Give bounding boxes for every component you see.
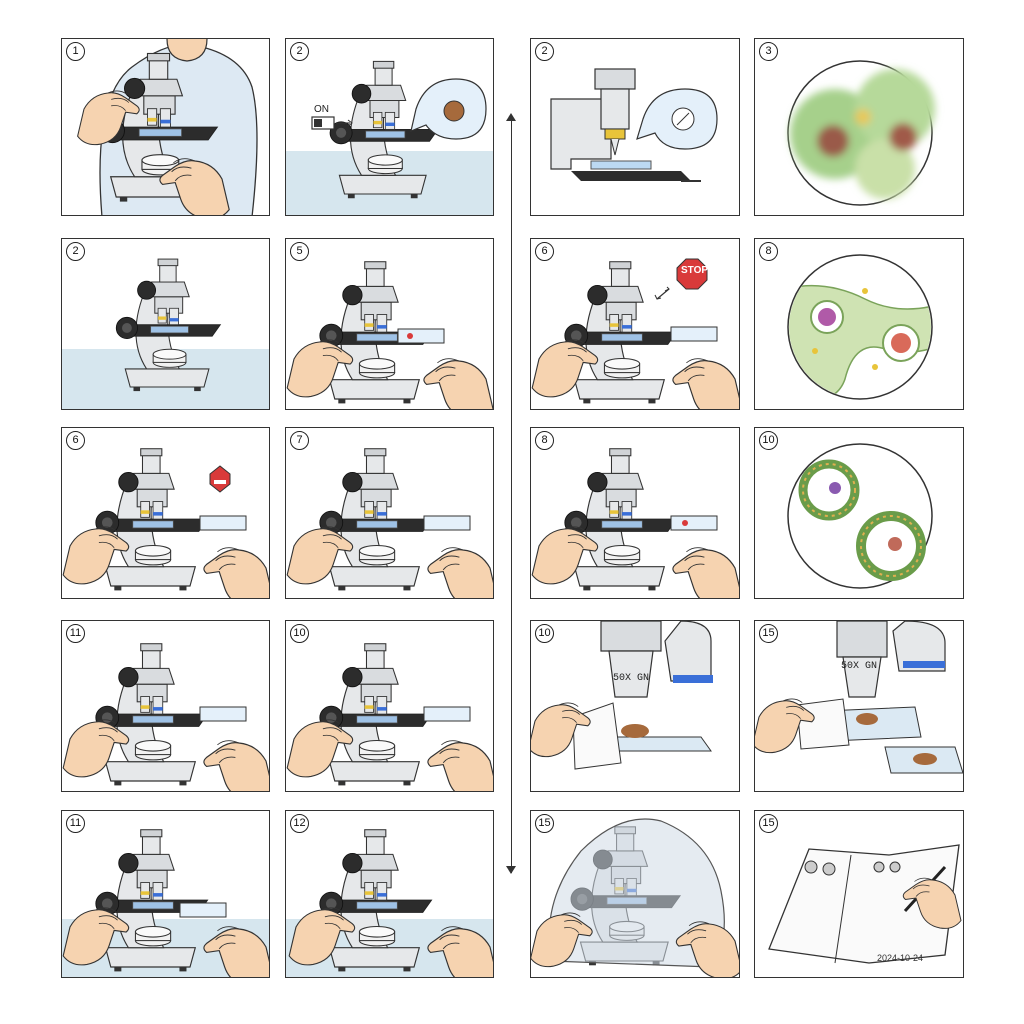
- step-number: 15: [759, 624, 778, 643]
- step-panel: 2: [530, 38, 740, 216]
- focused-cells-illustration: [787, 254, 933, 400]
- step-number: 8: [535, 431, 554, 450]
- arrow-down-icon: [506, 866, 516, 874]
- remove-slide-illustration: [286, 643, 493, 791]
- place-slide-illustration: [286, 261, 493, 409]
- step-number: 11: [66, 624, 85, 643]
- lower-stage-illustration: [62, 829, 269, 977]
- lens-label: 50X GN: [613, 673, 650, 684]
- fine-focus-illustration: [531, 448, 739, 598]
- step-number: 7: [290, 431, 309, 450]
- step-number: 12: [290, 814, 309, 833]
- step-panel: 15: [530, 810, 740, 978]
- clean-lens-illustration: [531, 621, 713, 770]
- step-panel: 10: [285, 620, 494, 792]
- step-panel: 6 STOP: [530, 238, 740, 410]
- step-panel: 2: [61, 238, 270, 410]
- step-number: 6: [535, 242, 554, 261]
- step-panel: 12: [285, 810, 494, 978]
- step-panel: 8: [530, 427, 740, 599]
- stop-sign-label: STOP: [681, 265, 709, 276]
- step-number: 10: [290, 624, 309, 643]
- step-panel: 11: [61, 810, 270, 978]
- step-number: 1: [66, 42, 85, 61]
- slide-handling-illustration: [62, 643, 269, 791]
- cell-rings-illustration: [787, 443, 933, 589]
- step-number: 15: [759, 814, 778, 833]
- blurry-view-illustration: [787, 60, 935, 206]
- turn-off-illustration: [286, 829, 493, 977]
- step-panel: 15 50X GN: [754, 620, 964, 792]
- adjust-focus-illustration: [62, 448, 269, 598]
- objective-close-up-illustration: [550, 68, 718, 182]
- step-panel: 1: [61, 38, 270, 216]
- step-number: 3: [759, 42, 778, 61]
- notebook-date: 2024-10-24: [877, 953, 924, 963]
- step-panel: 6: [61, 427, 270, 599]
- clean-objective-illustration: [755, 621, 963, 774]
- microscope-switch-on-illustration: [286, 60, 493, 215]
- step-panel: 15 2024-10-24: [754, 810, 964, 978]
- step-number: 2: [66, 242, 85, 261]
- step-number: 8: [759, 242, 778, 261]
- stop-adjust-illustration: [531, 258, 739, 409]
- switch-on-label: ON: [314, 104, 329, 115]
- step-number: 11: [66, 814, 85, 833]
- step-panel: 11: [61, 620, 270, 792]
- step-number: 5: [290, 242, 309, 261]
- lens-label: 50X GN: [841, 661, 878, 672]
- step-panel: 10: [754, 427, 964, 599]
- person-holding-microscope-illustration: [77, 39, 258, 215]
- arrow-up-icon: [506, 113, 516, 121]
- step-number: 15: [535, 814, 554, 833]
- move-slide-illustration: [286, 448, 493, 598]
- step-panel: 5: [285, 238, 494, 410]
- record-notes-illustration: [768, 844, 962, 964]
- step-panel: 10 50X GN: [530, 620, 740, 792]
- step-number: 10: [535, 624, 554, 643]
- step-panel: 3: [754, 38, 964, 216]
- step-panel: 2 ON: [285, 38, 494, 216]
- step-number: 6: [66, 431, 85, 450]
- step-number: 10: [759, 431, 778, 450]
- microscope-on-table-illustration: [62, 258, 269, 409]
- cover-microscope-illustration: [531, 818, 739, 977]
- step-panel: 8: [754, 238, 964, 410]
- step-number: 2: [535, 42, 554, 61]
- step-number: 2: [290, 42, 309, 61]
- step-panel: 7: [285, 427, 494, 599]
- timeline-divider: [511, 118, 512, 873]
